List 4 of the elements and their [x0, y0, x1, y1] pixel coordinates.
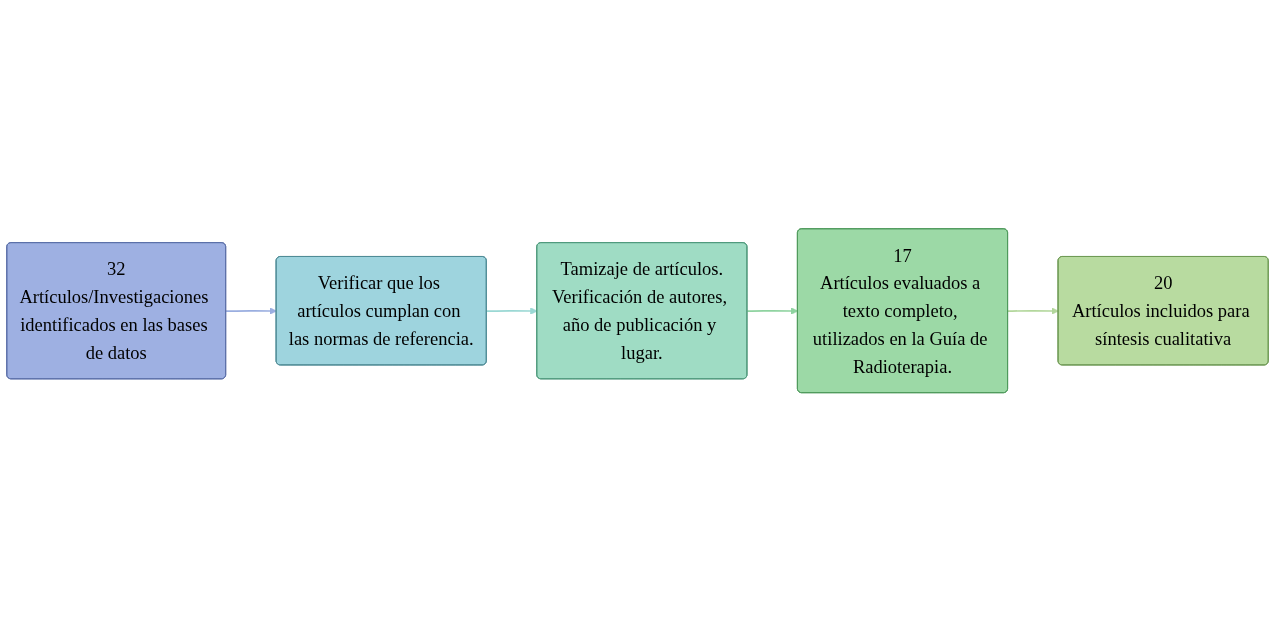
arrow [746, 307, 799, 315]
arrow [485, 307, 538, 315]
arrow [1007, 307, 1059, 315]
arrow [225, 307, 277, 315]
